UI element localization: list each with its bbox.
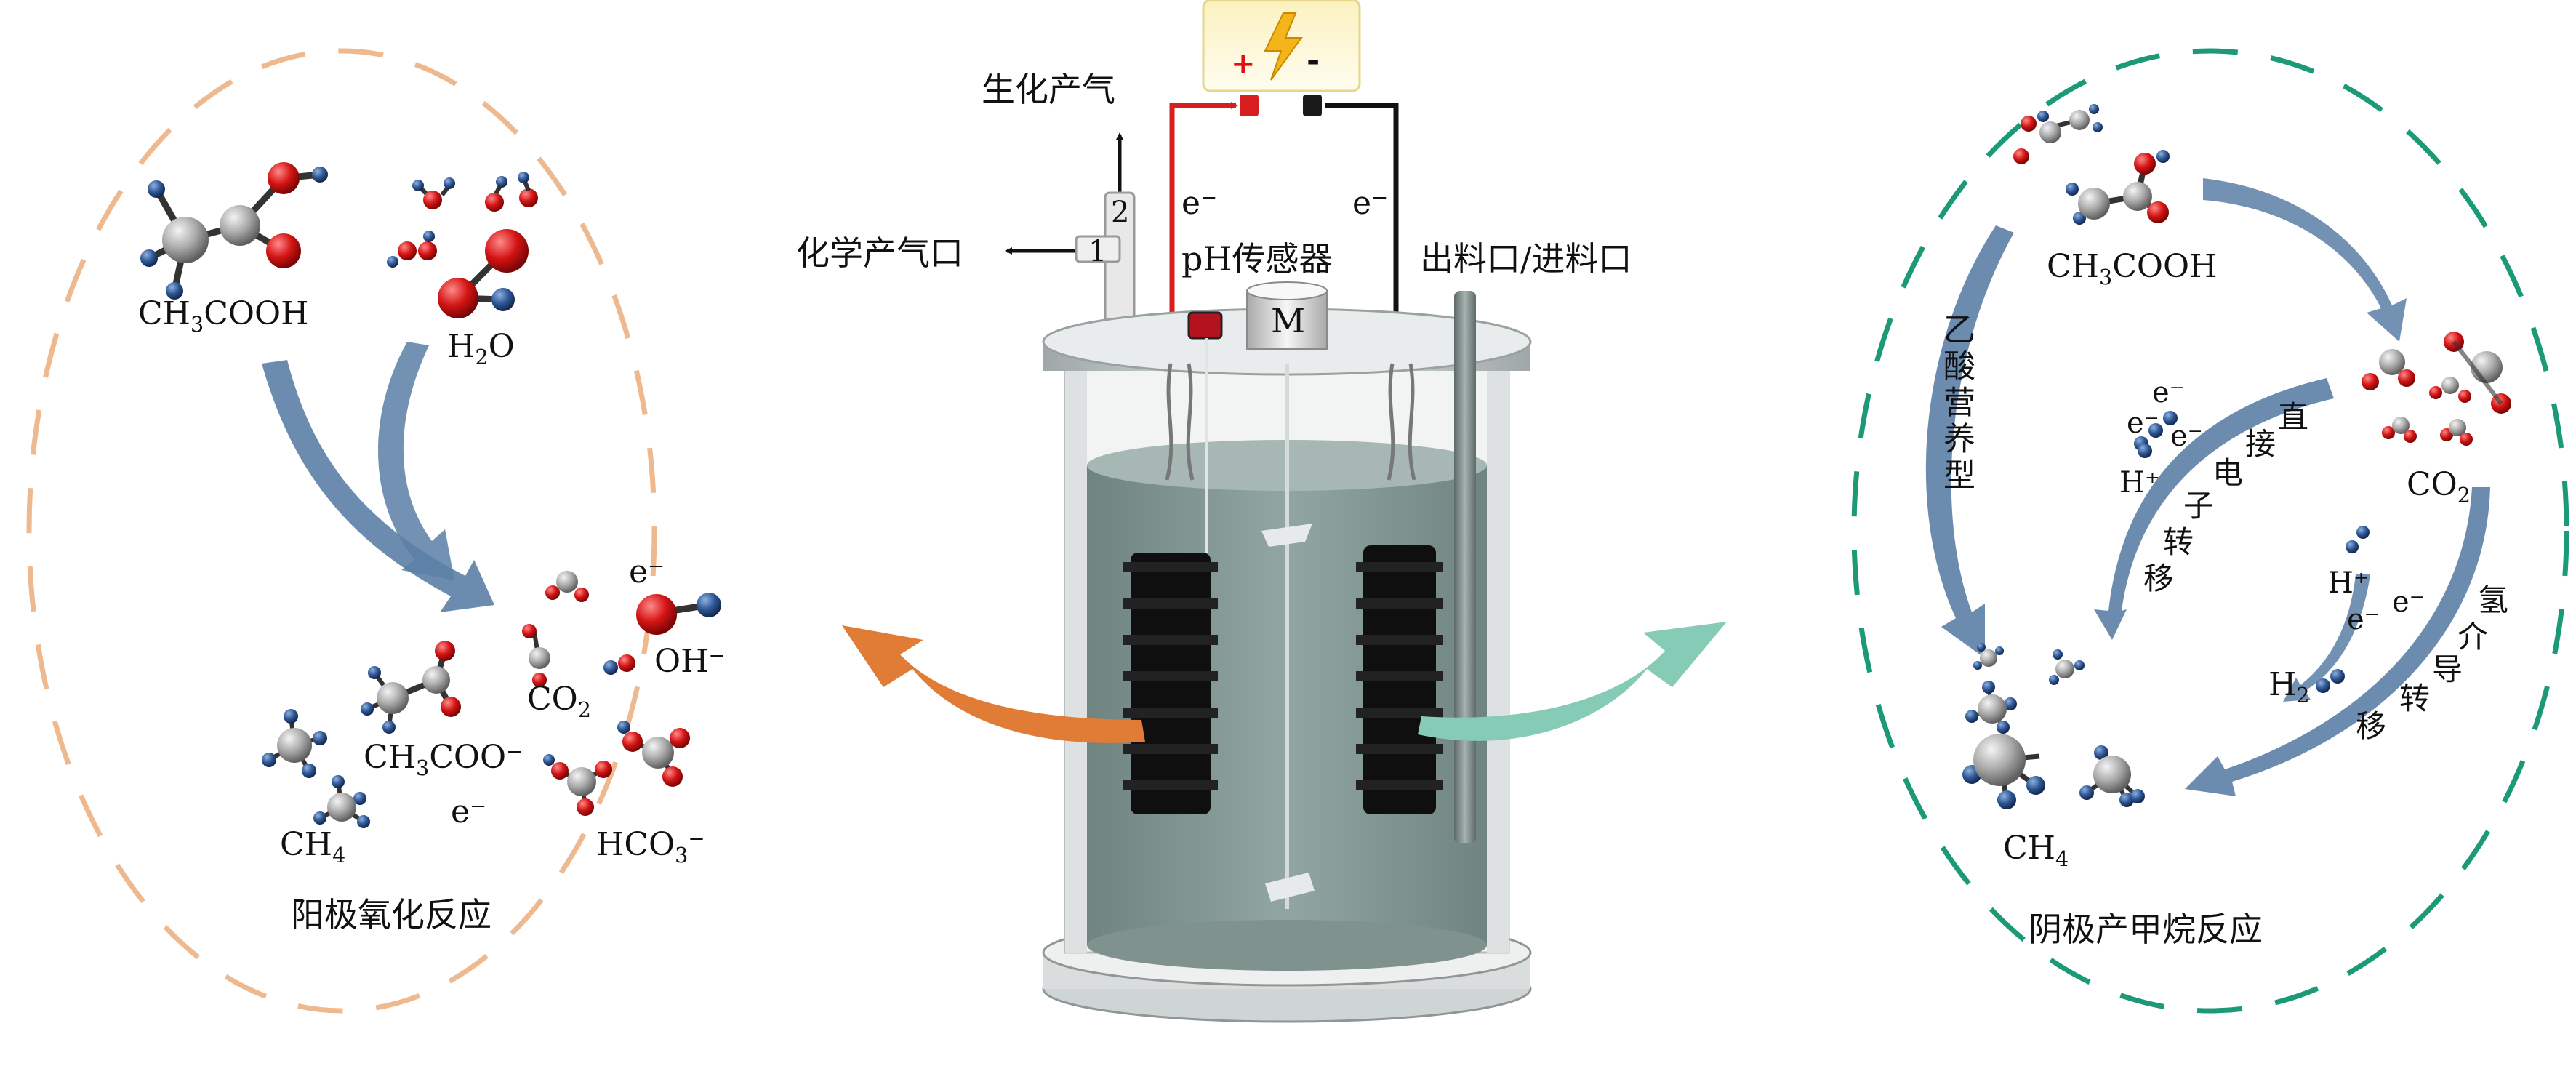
hydrogen-transfer-char-5: 移 [2356,708,2387,744]
acetoclastic-pathway-label: 乙酸营养型 [1938,313,1975,494]
formula-text: CH3COO⁻ [364,739,523,780]
negative-terminal [1303,95,1322,116]
anode-methane-molecules [262,709,370,828]
hydrogen-transfer-char-1: 氢 [2478,582,2509,618]
formula-text: CH3COOH [138,295,309,337]
black-wire [1325,103,1400,333]
anode-label-hydroxide: OH⁻ [654,643,726,680]
cathode-label-co2: CO2 [2407,466,2471,508]
cathode-arrow-hydrogen-transfer [2185,487,2490,796]
cathode-label-electron-1: e⁻ [2152,376,2185,409]
anode-co2-molecules [522,571,635,687]
cathode-acetic-acid-molecules [2013,104,2170,225]
cathode-panel-title: 阴极产甲烷反应 [2029,910,2263,949]
anode-hydroxide-molecule [636,593,721,635]
anode-dashed-ellipse [26,48,657,1014]
lightning-icon [1264,12,1303,81]
chem-gas-port-label: 化学产气口 [796,233,963,273]
motor [1246,281,1328,350]
cathode-arrow-h2 [2283,574,2370,702]
cathode-arrow-acetic-to-co2 [2203,178,2407,342]
stirrer [1261,364,1315,909]
formula-text: CH4 [2003,830,2069,871]
direct-transfer-char-6: 移 [2143,561,2175,596]
anode-acetate-molecule [361,641,461,734]
gas-port-number-1: 1 [1088,235,1107,268]
cathode-label-electron-5: e⁻ [2392,585,2425,619]
cathode-label-h2: H2 [2268,666,2310,708]
formula-text: CH4 [280,826,346,867]
anode-label-water: H2O [447,328,515,369]
power-supply [1202,0,1361,92]
anode-label-acetate: CH3COO⁻ [364,739,523,780]
direct-transfer-char-3: 电 [2212,455,2244,491]
formula-text: CO2 [2407,466,2471,508]
anode-label-bicarbonate: HCO3⁻ [596,826,705,867]
cathode-arrow-direct-transfer [2094,378,2334,640]
direct-transfer-char-4: 子 [2183,488,2215,524]
red-wire [1169,102,1238,331]
direct-transfer-char-5: 转 [2163,524,2194,560]
formula-text: CH3COOH [2047,248,2218,289]
gas-port-number-2: 2 [1111,196,1130,229]
formula-text: CO2 [527,681,591,722]
anode-brush-electrode [1123,363,1218,814]
cathode-label-electron-2: e⁻ [2127,406,2159,440]
formula-text: HCO3⁻ [596,826,705,867]
anode-label-methane: CH4 [280,826,346,867]
positive-terminal [1240,95,1259,116]
anode-acetic-acid-molecule [140,162,328,300]
cathode-label-electron-3: e⁻ [2170,420,2203,453]
anode-water-molecules [387,172,538,318]
cathode-label-hplus-b: H⁺ [2328,566,2369,600]
anode-label-electron-a: e⁻ [629,553,665,590]
reactor-electron-left: e⁻ [1181,185,1218,222]
anode-panel-title: 阳极氧化反应 [291,895,491,934]
cathode-label-electron-4: e⁻ [2347,603,2380,636]
feed-port-label: 出料口/进料口 [1420,239,1632,278]
cathode-co2-molecules [2362,332,2511,446]
ph-sensor-label: pH传感器 [1181,239,1333,278]
direct-transfer-char-2: 接 [2245,426,2276,462]
cathode-label-hplus-a: H⁺ [2119,466,2160,500]
anode-label-co2: CO2 [527,681,591,722]
bio-gas-label: 生化产气 [982,70,1115,109]
cathode-brush-electrode [1356,363,1443,814]
anode-arrow-acetic [262,360,494,612]
motor-label: M [1271,301,1306,340]
hydrogen-transfer-char-4: 转 [2399,681,2431,716]
formula-text: H2O [447,328,515,369]
anode-label-electron-b: e⁻ [451,793,487,830]
direct-transfer-char-1: 直 [2278,399,2309,435]
formula-text: H2 [2268,666,2310,708]
reactor-electron-right: e⁻ [1352,185,1389,222]
feed-rod [1454,291,1476,843]
anode-arrow-water [378,342,454,580]
cathode-output-arrow [1418,622,1727,741]
gas-port [1075,191,1136,358]
power-minus-sign: - [1307,42,1320,79]
cathode-arrow-acetoclastic [1925,225,2014,658]
anode-output-arrow [842,625,1145,743]
cathode-electron-dots [2134,411,2370,693]
hydrogen-transfer-char-2: 介 [2457,619,2489,654]
anode-bicarbonate-molecules [543,721,690,816]
cathode-label-methane: CH4 [2003,830,2069,871]
cathode-methane-molecules [1962,643,2145,809]
cathode-dashed-ellipse [1851,48,2569,1014]
hydrogen-transfer-char-3: 导 [2432,652,2463,687]
power-plus-sign: + [1231,47,1256,81]
anode-label-acetic-acid: CH3COOH [138,295,309,337]
cathode-label-acetic-acid: CH3COOH [2047,248,2218,289]
